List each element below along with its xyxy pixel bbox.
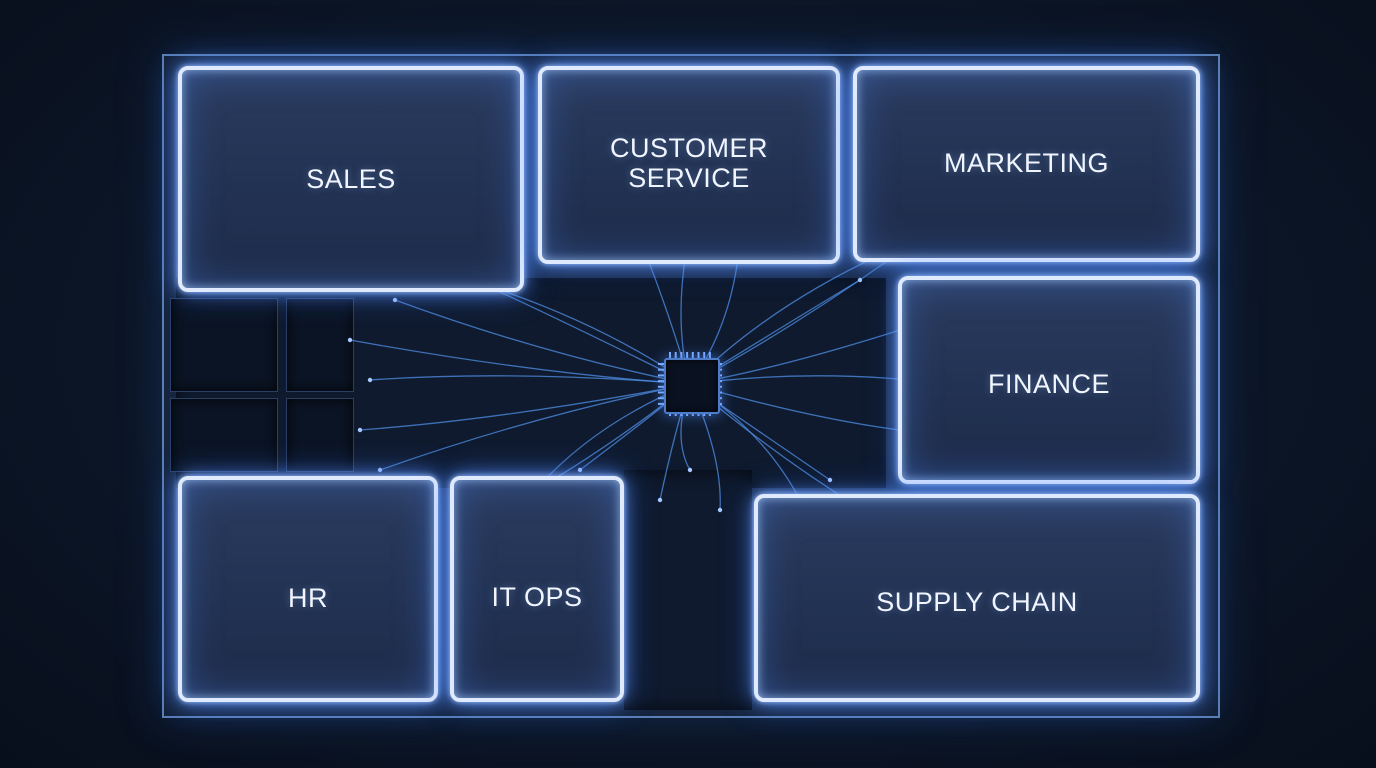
room-it-ops[interactable]: IT OPS [450,476,624,702]
supply-chain-label: SUPPLY CHAIN [876,587,1078,617]
finance-label: FINANCE [987,369,1110,399]
room-finance[interactable]: FINANCE [898,276,1200,484]
room-marketing[interactable]: MARKETING [853,66,1200,262]
hr-label: HR [288,583,328,613]
room-sales[interactable]: SALES [178,66,524,292]
central-processor-chip [664,358,720,414]
room-hr[interactable]: HR [178,476,438,702]
marketing-label: MARKETING [943,148,1109,178]
customer-service-label: CUSTOMER SERVICE [542,133,836,193]
customer-service-label-line-1: CUSTOMER [609,133,768,163]
sales-label: SALES [306,164,396,194]
it-ops-label: IT OPS [491,582,583,612]
west-cell-3 [170,398,278,472]
room-customer-service[interactable]: CUSTOMER SERVICE [538,66,840,264]
central-corridor [176,278,886,488]
west-cell-1 [170,298,278,392]
lower-corridor [624,470,752,710]
west-cell-4 [286,398,354,472]
west-cell-2 [286,298,354,392]
room-supply-chain[interactable]: SUPPLY CHAIN [754,494,1200,702]
customer-service-label-line-2: SERVICE [628,163,750,193]
